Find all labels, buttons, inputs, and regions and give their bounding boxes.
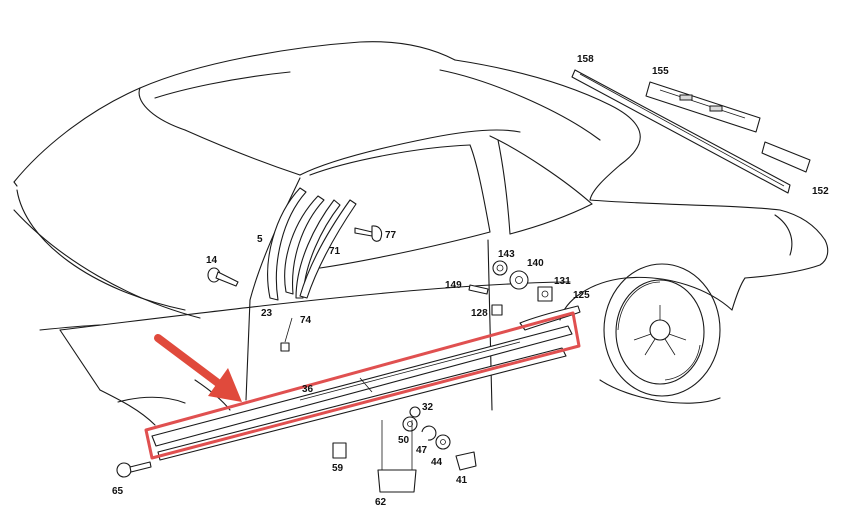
part-labels: 5 14 23 32 36 41 44 47 50 59 62 65 71 74… [112, 54, 829, 508]
screw-14-icon [207, 267, 239, 287]
label-part-140: 140 [527, 258, 544, 269]
label-part-143: 143 [498, 249, 515, 260]
label-part-74: 74 [300, 315, 312, 326]
label-part-158: 158 [577, 54, 594, 65]
label-part-44: 44 [431, 457, 443, 468]
clip-59-icon [332, 442, 347, 459]
end-cap-152 [761, 141, 811, 173]
label-part-23: 23 [261, 308, 273, 319]
washer-140-icon [509, 270, 529, 290]
roof-rail-158 [571, 69, 791, 194]
highlight [144, 311, 581, 460]
bracket-62 [377, 469, 417, 493]
clip-77-icon [354, 225, 383, 242]
label-part-131: 131 [554, 276, 571, 287]
label-part-71: 71 [329, 246, 341, 257]
label-part-155: 155 [652, 66, 669, 77]
label-part-65: 65 [112, 486, 124, 497]
screw-65-icon [116, 461, 152, 478]
label-part-59: 59 [332, 463, 344, 474]
label-part-128: 128 [471, 308, 488, 319]
label-part-125: 125 [573, 290, 590, 301]
label-part-41: 41 [456, 475, 468, 486]
label-part-50: 50 [398, 435, 410, 446]
pointer-arrow-icon [154, 334, 242, 402]
washer-44-icon [435, 434, 451, 450]
label-part-77: 77 [385, 230, 397, 241]
clip-41-icon [455, 451, 477, 471]
label-part-149: 149 [445, 280, 462, 291]
nut-50-icon [402, 416, 418, 432]
clip-32-icon [409, 406, 421, 418]
label-part-14: 14 [206, 255, 218, 266]
label-part-62: 62 [375, 497, 387, 508]
parts [116, 69, 811, 493]
label-part-36: 36 [302, 384, 314, 395]
label-part-32: 32 [422, 402, 434, 413]
nut-143-icon [492, 260, 508, 276]
clip-131-icon [537, 286, 553, 302]
label-part-5: 5 [257, 234, 263, 245]
label-part-152: 152 [812, 186, 829, 197]
pin-149-icon [468, 284, 489, 295]
molding-155 [645, 81, 761, 133]
ring-47-icon [421, 425, 437, 441]
label-part-47: 47 [416, 445, 428, 456]
bracket-128-icon [491, 304, 503, 316]
car-body-outline [13, 41, 829, 426]
highlight-box [144, 311, 581, 460]
